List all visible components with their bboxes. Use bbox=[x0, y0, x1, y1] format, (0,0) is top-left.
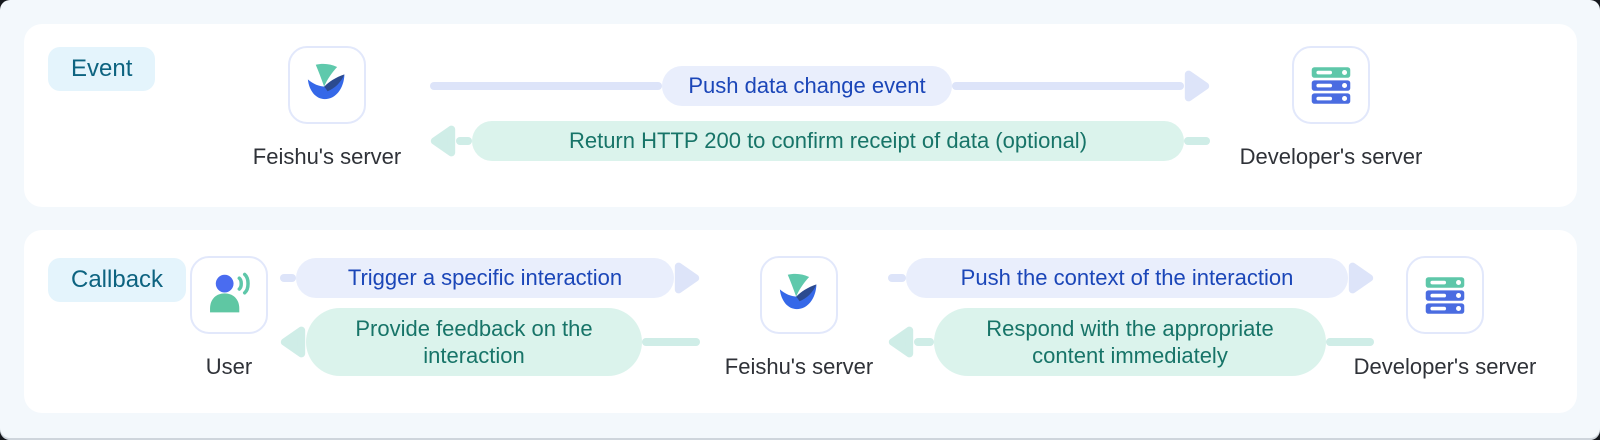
arrowhead-right-icon bbox=[1184, 70, 1210, 102]
entity-feishu-server: Feishu's server bbox=[217, 46, 437, 170]
server-stack-icon bbox=[1311, 67, 1351, 104]
event-badge: Event bbox=[48, 47, 156, 91]
feishu-server-label: Feishu's server bbox=[724, 354, 874, 379]
arrow-line bbox=[642, 338, 700, 346]
feishu-server-label: Feishu's server bbox=[252, 144, 402, 169]
callback-arrows-left: Trigger a specific interaction Provide f… bbox=[280, 256, 700, 376]
user-label: User bbox=[205, 354, 253, 379]
entity-developer-server: Developer's server bbox=[1335, 256, 1555, 380]
developer-server-label: Developer's server bbox=[1239, 144, 1423, 169]
return-http-arrow: Return HTTP 200 to confirm receipt of da… bbox=[430, 119, 1210, 163]
arrow-line bbox=[914, 338, 934, 346]
server-stack-icon bbox=[1425, 277, 1465, 314]
arrow-line bbox=[951, 82, 1185, 90]
entity-feishu-server: Feishu's server bbox=[689, 256, 909, 380]
push-context-pill: Push the context of the interaction bbox=[906, 258, 1348, 298]
arrow-line bbox=[456, 137, 472, 145]
arrowhead-left-icon bbox=[430, 125, 456, 157]
respond-pill: Respond with the appropriate content imm… bbox=[934, 308, 1326, 376]
respond-arrow: Respond with the appropriate content imm… bbox=[888, 308, 1374, 376]
developer-server-card bbox=[1292, 46, 1370, 124]
feishu-server-card bbox=[288, 46, 366, 124]
user-card bbox=[190, 256, 268, 334]
arrow-line bbox=[1326, 338, 1374, 346]
entity-developer-server: Developer's server bbox=[1221, 46, 1441, 170]
arrow-line bbox=[430, 82, 663, 90]
user-signal-icon bbox=[210, 272, 250, 313]
callback-badge: Callback bbox=[48, 258, 187, 302]
arrow-line bbox=[888, 274, 906, 282]
arrowhead-right-icon bbox=[1348, 262, 1374, 294]
callback-arrows-right: Push the context of the interaction Resp… bbox=[888, 256, 1374, 376]
feishu-logo-icon bbox=[779, 273, 817, 310]
arrow-line bbox=[1184, 137, 1210, 145]
trigger-arrow: Trigger a specific interaction bbox=[280, 256, 700, 300]
feishu-logo-icon bbox=[307, 63, 345, 100]
event-panel: Event Feishu's server Push data change e… bbox=[24, 24, 1577, 207]
entity-user: User bbox=[119, 256, 339, 380]
feedback-arrow: Provide feedback on the interaction bbox=[280, 308, 700, 376]
developer-server-card bbox=[1406, 256, 1484, 334]
return-http-pill: Return HTTP 200 to confirm receipt of da… bbox=[472, 121, 1184, 161]
feedback-pill: Provide feedback on the interaction bbox=[306, 308, 642, 376]
callback-panel: Callback User Trigger a specific interac… bbox=[24, 230, 1577, 413]
event-arrows: Push data change event Return HTTP 200 t… bbox=[430, 64, 1210, 163]
feishu-server-card bbox=[760, 256, 838, 334]
arrowhead-left-icon bbox=[280, 326, 306, 358]
arrow-line bbox=[280, 274, 296, 282]
push-event-pill: Push data change event bbox=[662, 66, 952, 106]
trigger-pill: Trigger a specific interaction bbox=[296, 258, 674, 298]
arrowhead-right-icon bbox=[674, 262, 700, 294]
push-event-arrow: Push data change event bbox=[430, 64, 1210, 108]
arrowhead-left-icon bbox=[888, 326, 914, 358]
developer-server-label: Developer's server bbox=[1353, 354, 1537, 379]
push-context-arrow: Push the context of the interaction bbox=[888, 256, 1374, 300]
